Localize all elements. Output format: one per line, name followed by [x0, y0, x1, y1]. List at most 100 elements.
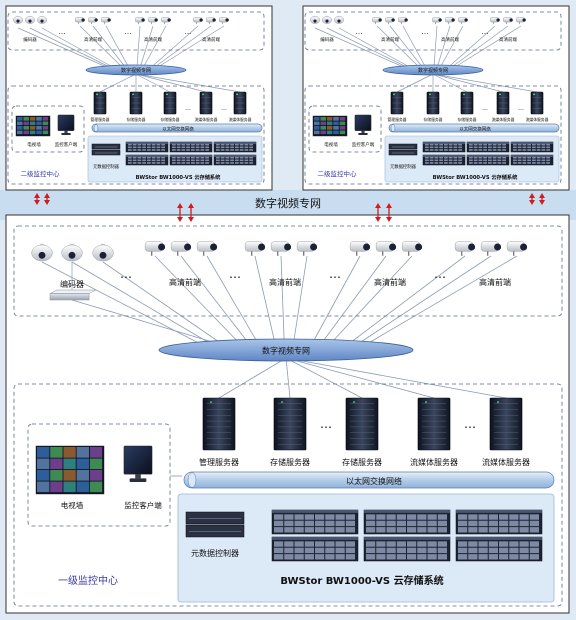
- ethernet-switch-pipe: [388, 123, 560, 133]
- link-line: [17, 27, 107, 68]
- link-line: [135, 73, 241, 93]
- display-area: [27, 423, 171, 527]
- link-line: [105, 25, 129, 68]
- monitor-icon: [354, 114, 372, 135]
- link-line: [99, 73, 137, 93]
- link-line: [151, 25, 199, 68]
- link-line: [71, 299, 227, 347]
- metadata-controller-icon: [91, 143, 121, 156]
- bullet-camera-icon: [193, 17, 203, 25]
- bullet-camera-icon: [503, 17, 513, 25]
- server-tower-icon: [489, 397, 523, 451]
- bullet-camera-icon: [454, 241, 476, 256]
- link-line: [206, 255, 259, 345]
- encoder-label: 编码器: [23, 36, 37, 43]
- server-tower-icon: [345, 397, 379, 451]
- metadata-controller-label: 元数据控制器: [191, 548, 239, 558]
- ellipsis-text: …: [356, 28, 363, 36]
- dome-camera-icon: [61, 243, 83, 262]
- bullet-camera-icon: [372, 17, 382, 25]
- storage-array-icon: [466, 154, 510, 166]
- encoder-label: 编码器: [60, 279, 84, 289]
- hd-frontend-label: 高清前端: [381, 36, 399, 43]
- secondary-center-label: 二级监控中心: [21, 169, 61, 178]
- encoder-device-icon: [49, 289, 97, 301]
- link-line: [29, 27, 110, 68]
- link-line: [143, 25, 167, 68]
- server-tower-icon: [233, 91, 247, 115]
- ellipsis-text: …: [464, 417, 476, 431]
- bidirectional-link-arrow: [539, 193, 545, 205]
- link-line: [433, 25, 438, 68]
- storage-array-icon: [125, 154, 169, 166]
- bullet-camera-icon: [385, 17, 395, 25]
- metadata-controller-icon: [388, 143, 418, 156]
- video-wall-label: 电视墙: [324, 141, 338, 148]
- bullet-camera-icon: [101, 17, 111, 25]
- storage-array-icon: [169, 141, 213, 153]
- link-line: [285, 357, 363, 399]
- video-wall-icon: [35, 445, 105, 495]
- storage-system-label: BWStor BW1000-VS 云存储系统: [136, 173, 221, 181]
- link-line: [292, 255, 308, 345]
- link-line: [440, 25, 464, 68]
- storage-array-icon: [169, 154, 213, 166]
- ellipsis-text: …: [185, 105, 191, 112]
- link-line: [139, 25, 154, 68]
- link-line: [454, 25, 522, 68]
- network-ellipse-label: 数字视频专网: [262, 346, 310, 356]
- server-tower-icon: [202, 397, 236, 451]
- monitor-icon: [123, 445, 153, 482]
- metadata-controller-icon: [185, 511, 245, 538]
- server-tower-icon: [417, 397, 451, 451]
- link-line: [376, 25, 420, 68]
- link-line: [154, 25, 212, 68]
- bullet-camera-icon: [161, 17, 171, 25]
- link-line: [396, 73, 434, 93]
- storage-array-icon: [422, 154, 466, 166]
- ellipsis-text: …: [482, 105, 488, 112]
- link-line: [329, 255, 413, 345]
- link-line: [311, 255, 361, 345]
- link-line: [71, 261, 212, 345]
- link-line: [314, 27, 404, 68]
- dome-camera-icon: [13, 15, 23, 24]
- bullet-camera-icon: [375, 241, 397, 256]
- bidirectional-link-arrow: [44, 193, 50, 205]
- storage-array-icon: [213, 154, 257, 166]
- ellipsis-text: …: [125, 28, 132, 36]
- hd-frontend-label: 高清前端: [202, 36, 220, 43]
- hd-frontend-label: 高清前端: [499, 36, 517, 43]
- ethernet-switch-pipe: [91, 123, 263, 133]
- monitor-client-label: 监控客户端: [352, 141, 375, 148]
- link-line: [154, 255, 241, 345]
- bullet-camera-icon: [270, 241, 292, 256]
- link-line: [285, 357, 435, 399]
- hd-frontend-label: 高清前端: [441, 36, 459, 43]
- storage-array-icon: [363, 509, 451, 535]
- dome-camera-icon: [25, 15, 35, 24]
- link-line: [338, 27, 410, 68]
- storage-array-icon: [213, 141, 257, 153]
- link-line: [389, 25, 423, 68]
- network-ellipse-label: 数字视频专网: [418, 67, 448, 74]
- encoder-label: 编码器: [320, 36, 334, 43]
- bidirectional-link-arrow: [188, 203, 194, 222]
- hd-frontend-label: 高清前端: [374, 277, 406, 287]
- hd-frontend-label: 高清前端: [169, 277, 201, 287]
- ellipsis-text: …: [320, 417, 332, 431]
- link-line: [448, 25, 496, 68]
- server-tower-icon: [163, 91, 177, 115]
- bullet-camera-icon: [458, 17, 468, 25]
- monitoring-center-panel: [13, 383, 563, 607]
- bullet-camera-icon: [196, 241, 218, 256]
- storage-array-icon: [363, 536, 451, 562]
- bullet-camera-icon: [490, 17, 500, 25]
- bullet-camera-icon: [219, 17, 229, 25]
- link-line: [451, 25, 509, 68]
- server-label: 流媒体服务器: [482, 457, 530, 467]
- link-line: [436, 25, 451, 68]
- server-tower-icon: [460, 91, 474, 115]
- link-line: [136, 25, 141, 68]
- secondary-center-label: 二级监控中心: [318, 169, 358, 178]
